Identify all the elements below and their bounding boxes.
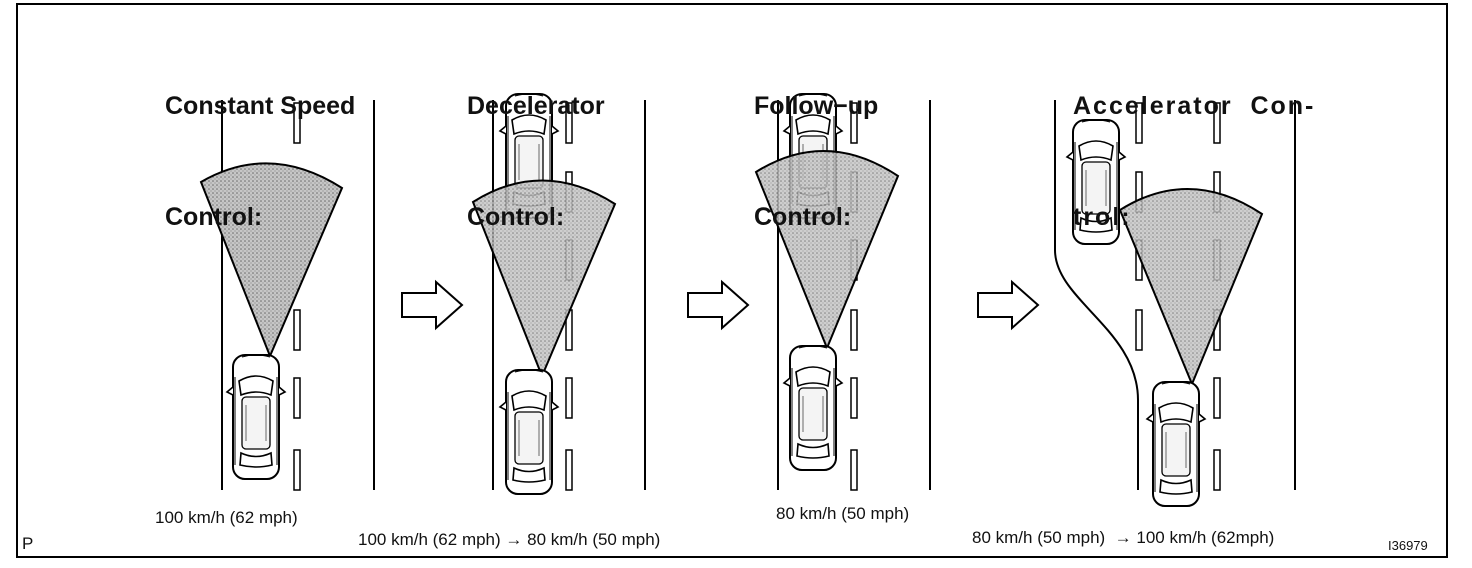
sensor-beam — [471, 179, 617, 379]
title-line-2: trol: — [1073, 203, 1132, 231]
sensor-beam — [754, 149, 900, 351]
right-arrow-icon — [401, 279, 464, 331]
panel-title-decelerator: Decelerator Control: — [467, 14, 605, 273]
car-icon — [783, 345, 843, 471]
title-line-1: Decelerator — [467, 92, 605, 120]
panel-title-accelerator: Accelerator Con- trol: — [1073, 14, 1315, 273]
speed-caption: 100 km/h (62 mph) → 80 km/h (50 mph) — [358, 530, 661, 549]
title-line-1: Follow−up — [754, 92, 879, 120]
panel-title-follow-up: Follow−up Control: — [754, 14, 878, 273]
right-arrow-icon — [977, 279, 1040, 331]
figure-frame — [16, 3, 1448, 558]
panel-title-constant-speed: Constant Speed Control: — [165, 14, 355, 273]
car-icon — [1146, 381, 1206, 507]
sensor-beam — [1118, 187, 1264, 387]
corner-label: P — [22, 534, 34, 553]
right-arrow-icon — [687, 279, 750, 331]
title-line-2: Control: — [165, 203, 263, 231]
title-line-1: Constant Speed — [165, 92, 356, 120]
panel-accelerator — [1054, 100, 1296, 507]
speed-caption: 100 km/h (62 mph) — [155, 508, 298, 527]
title-line-1: Accelerator Con- — [1073, 92, 1316, 120]
road-edge-merge — [1054, 100, 1139, 490]
panel-decelerator — [471, 93, 646, 495]
car-icon — [499, 369, 559, 495]
panel-constant-speed — [199, 100, 375, 491]
figure-id-label: I36979 — [1388, 538, 1428, 553]
title-line-2: Control: — [754, 203, 852, 231]
panel-follow-up — [754, 93, 931, 491]
car-icon — [226, 354, 286, 480]
speed-caption: 80 km/h (50 mph) → 100 km/h (62mph) — [972, 528, 1275, 547]
sensor-beam — [199, 162, 344, 359]
title-line-2: Control: — [467, 203, 565, 231]
speed-caption: 80 km/h (50 mph) — [776, 504, 910, 523]
